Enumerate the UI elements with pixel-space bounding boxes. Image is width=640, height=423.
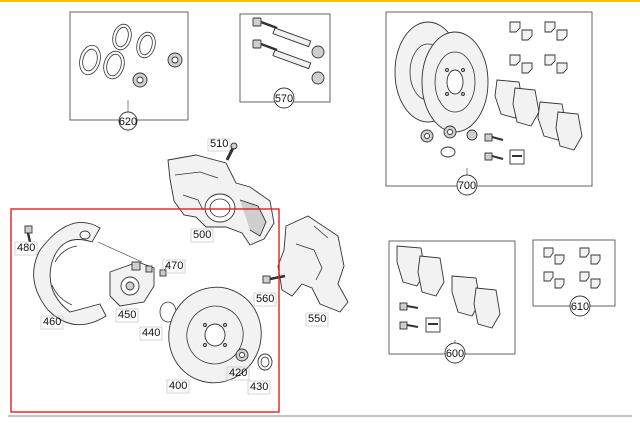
part-460-backing-plate[interactable]: 460 bbox=[33, 221, 107, 330]
callout-620 bbox=[118, 111, 138, 131]
pad-clips bbox=[509, 21, 568, 74]
group-700[interactable]: 700 bbox=[385, 11, 593, 196]
label-400: 400 bbox=[169, 380, 187, 392]
group-600[interactable]: 600 bbox=[388, 240, 516, 364]
label-470: 470 bbox=[165, 260, 183, 272]
label-610: 610 bbox=[571, 301, 589, 313]
part-420-nut[interactable]: 420 bbox=[226, 348, 250, 381]
part-450-hub[interactable]: 450 bbox=[97, 241, 155, 323]
label-420: 420 bbox=[229, 367, 247, 379]
label-550: 550 bbox=[308, 313, 326, 325]
part-510[interactable]: 510 bbox=[207, 138, 238, 161]
label-500: 500 bbox=[193, 229, 211, 241]
highlight-box bbox=[10, 208, 280, 413]
clips-610 bbox=[543, 247, 601, 289]
label-620: 620 bbox=[119, 116, 137, 128]
label-510: 510 bbox=[210, 138, 228, 150]
group-570[interactable]: 570 bbox=[239, 13, 331, 109]
group-610[interactable]: 610 bbox=[532, 239, 616, 317]
label-700: 700 bbox=[458, 180, 476, 192]
label-600: 600 bbox=[446, 348, 464, 360]
label-450: 450 bbox=[118, 309, 136, 321]
part-470-bolt[interactable]: 470 bbox=[159, 259, 186, 277]
label-430: 430 bbox=[250, 381, 268, 393]
part-550-carrier[interactable]: 550 bbox=[277, 215, 349, 327]
label-570: 570 bbox=[275, 93, 293, 105]
top-rule bbox=[0, 0, 640, 2]
label-560: 560 bbox=[256, 293, 274, 305]
pads-600 bbox=[396, 245, 501, 333]
label-480: 480 bbox=[17, 242, 35, 254]
brake-discs bbox=[394, 21, 489, 133]
part-480-bolt[interactable]: 480 bbox=[14, 225, 38, 256]
part-500-caliper[interactable]: 500 bbox=[167, 154, 275, 246]
seal-rings bbox=[79, 23, 183, 88]
label-460: 460 bbox=[43, 316, 61, 328]
part-440-circlip[interactable]: 440 bbox=[139, 301, 177, 341]
group-620[interactable]: 620 bbox=[69, 11, 189, 131]
part-560-bolt[interactable]: 560 bbox=[253, 274, 286, 307]
part-430-cap[interactable]: 430 bbox=[247, 353, 273, 395]
guide-pins bbox=[252, 17, 325, 85]
brake-pads bbox=[494, 79, 583, 151]
label-440: 440 bbox=[142, 327, 160, 339]
hardware-700 bbox=[420, 125, 525, 165]
